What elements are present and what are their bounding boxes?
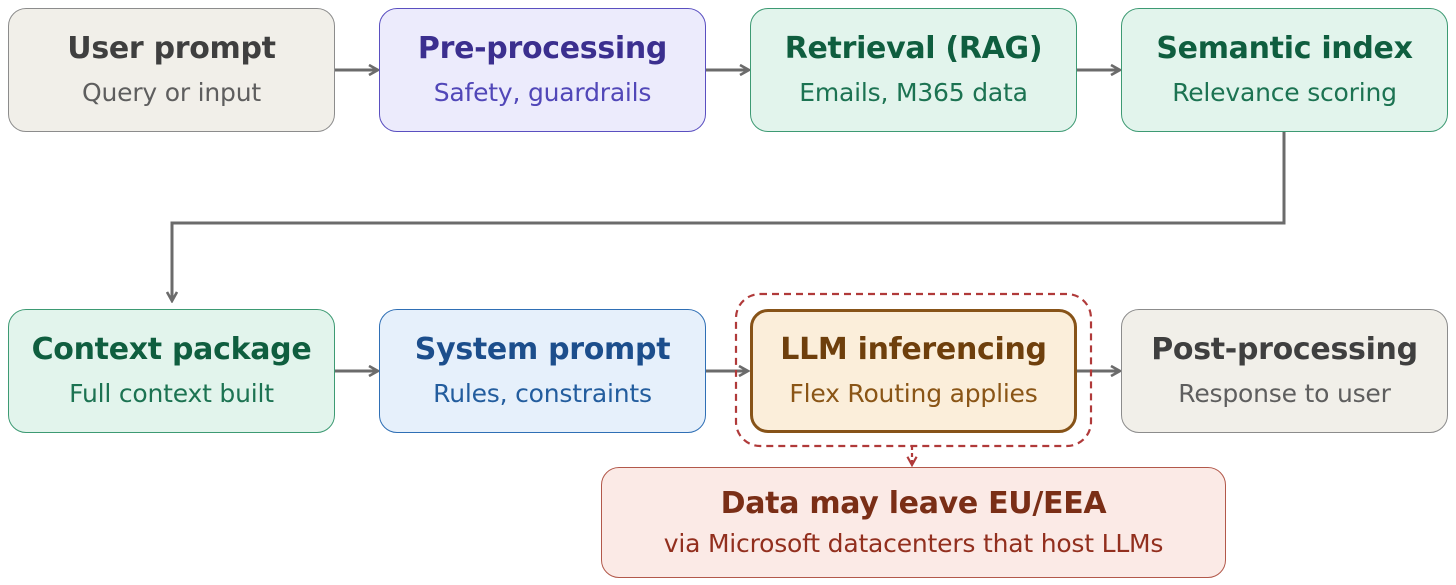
node-context-package: Context package Full context built: [8, 309, 335, 433]
node-title: Semantic index: [1156, 31, 1413, 66]
warning-subtitle: via Microsoft datacenters that host LLMs: [663, 528, 1164, 558]
node-title: System prompt: [414, 332, 671, 367]
node-system-prompt: System prompt Rules, constraints: [379, 309, 706, 433]
node-user-prompt: User prompt Query or input: [8, 8, 335, 132]
node-subtitle: Safety, guardrails: [433, 78, 652, 107]
node-subtitle: Rules, constraints: [433, 379, 652, 408]
node-title: User prompt: [67, 31, 276, 66]
node-subtitle: Relevance scoring: [1172, 78, 1397, 107]
node-title: Pre-processing: [417, 31, 668, 66]
node-subtitle: Response to user: [1178, 379, 1391, 408]
node-title: LLM inferencing: [780, 332, 1047, 367]
node-subtitle: Full context built: [69, 379, 274, 408]
node-title: Post-processing: [1151, 332, 1418, 367]
node-llm-inferencing: LLM inferencing Flex Routing applies: [750, 309, 1077, 433]
node-semantic-index: Semantic index Relevance scoring: [1121, 8, 1448, 132]
llm-dashed-highlight: [734, 292, 1093, 448]
node-post-processing: Post-processing Response to user: [1121, 309, 1448, 433]
node-pre-processing: Pre-processing Safety, guardrails: [379, 8, 706, 132]
node-subtitle: Flex Routing applies: [789, 379, 1038, 408]
node-title: Retrieval (RAG): [784, 31, 1043, 66]
node-data-warning: Data may leave EU/EEA via Microsoft data…: [601, 467, 1226, 578]
node-subtitle: Query or input: [82, 78, 261, 107]
node-subtitle: Emails, M365 data: [799, 78, 1028, 107]
node-title: Context package: [31, 332, 312, 367]
node-retrieval-rag: Retrieval (RAG) Emails, M365 data: [750, 8, 1077, 132]
warning-title: Data may leave EU/EEA: [720, 485, 1107, 521]
arrow-semantic-to-context: [172, 132, 1286, 301]
